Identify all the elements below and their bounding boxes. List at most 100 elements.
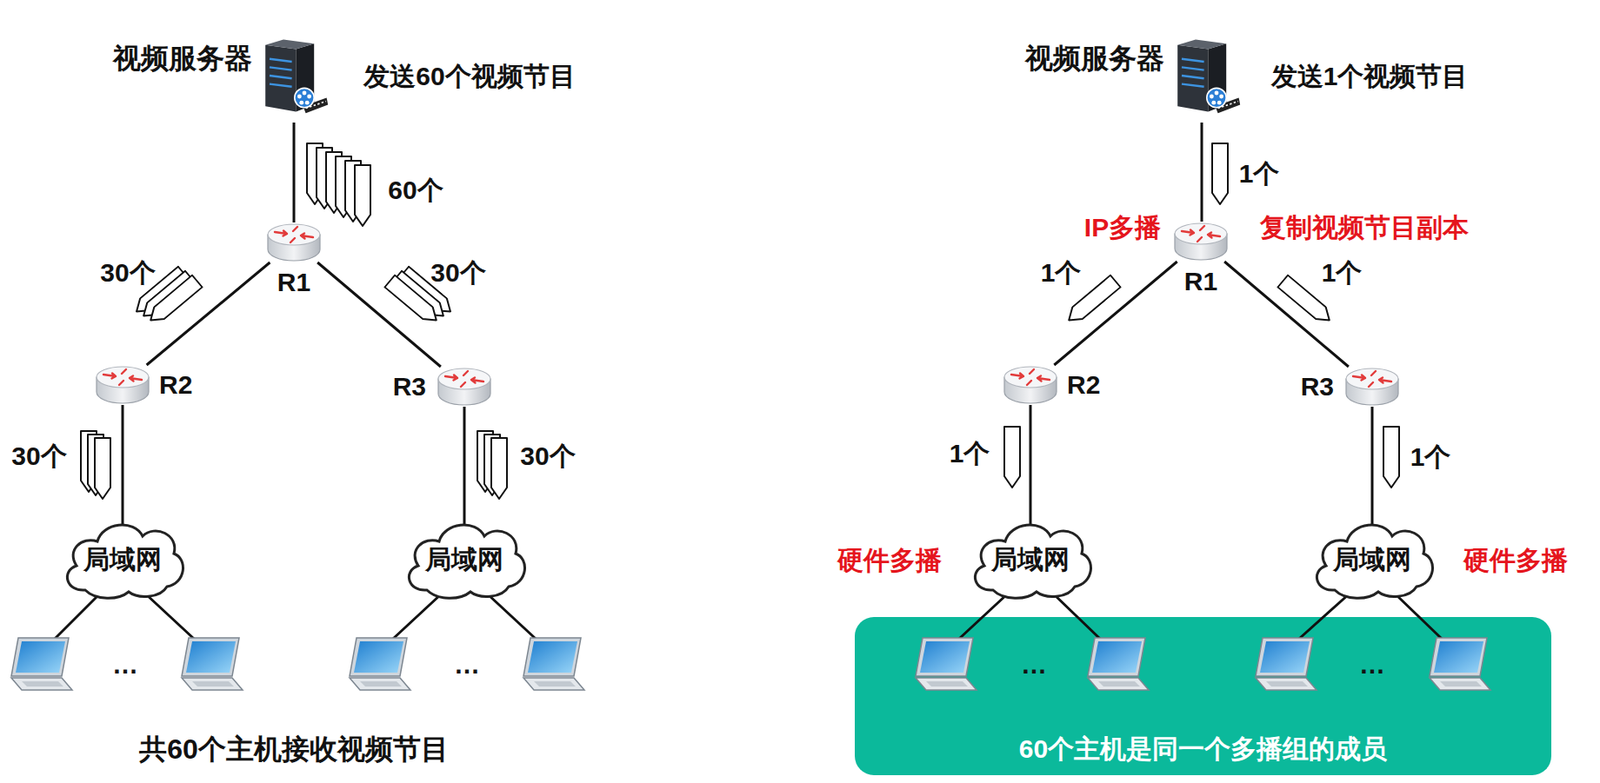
single-packet — [1383, 426, 1400, 488]
cloud-outline — [1316, 525, 1433, 599]
annotation-label: 30个 — [100, 258, 155, 289]
connector-line — [1029, 405, 1033, 525]
laptop-icon — [1255, 638, 1317, 691]
annotation-label: 发送60个视频节目 — [363, 61, 575, 93]
red-annotation: 硬件多播 — [837, 546, 942, 577]
cloud-outline — [66, 525, 183, 599]
router-icon — [266, 222, 322, 263]
server-name: 视频服务器 — [1025, 42, 1165, 75]
lan-wire — [393, 593, 442, 640]
lan-cloud: 局域网 — [965, 513, 1096, 601]
router-icon — [1173, 221, 1229, 262]
red-annotation: 复制视频节目副本 — [1260, 213, 1469, 244]
annotation-label: 发送1个视频节目 — [1271, 61, 1469, 93]
router-node: R3 — [1344, 366, 1400, 407]
router-node: R1 — [1173, 221, 1229, 262]
server-node: 视频服务器 — [1174, 28, 1245, 123]
router-name: R2 — [1066, 370, 1100, 401]
router-icon — [1002, 365, 1059, 406]
lan-wire — [959, 593, 1008, 640]
lan-wire — [1053, 593, 1100, 640]
lan-wire — [1299, 593, 1350, 640]
lan-cloud: 局域网 — [1306, 513, 1438, 601]
lan-wire — [54, 593, 1442, 640]
annotation-label: … — [453, 650, 480, 681]
server-icon — [1174, 28, 1245, 123]
lan-wire — [54, 593, 100, 640]
server-name: 视频服务器 — [113, 42, 253, 75]
node-text: 局域网 — [425, 545, 504, 576]
router-icon — [436, 366, 493, 407]
router-node: R2 — [94, 365, 151, 406]
laptop-icon — [915, 638, 977, 691]
laptop-icon — [523, 638, 585, 691]
laptop-icon — [11, 638, 73, 691]
packet-stack — [491, 438, 507, 500]
router-node: R1 — [266, 222, 322, 263]
router-icon — [1344, 366, 1400, 407]
laptop-icon — [349, 638, 411, 691]
annotation-label: 1个 — [1040, 258, 1082, 289]
annotation-label: 1个 — [1410, 442, 1452, 474]
lan-wire — [1394, 593, 1442, 640]
lan-wire — [486, 593, 536, 640]
laptop-icon — [181, 638, 243, 691]
router-name: R3 — [393, 372, 427, 403]
laptop-icon — [1087, 638, 1149, 691]
annotation-label: 30个 — [520, 441, 575, 473]
red-annotation: IP多播 — [1084, 213, 1161, 244]
cloud-outline — [974, 525, 1091, 599]
node-text: 局域网 — [991, 545, 1070, 576]
annotation-label: 共60个主机接收视频节目 — [139, 733, 449, 767]
annotation-label: 1个 — [1321, 258, 1363, 289]
router-icon — [1346, 368, 1399, 406]
connector-line — [1371, 406, 1374, 525]
packet-stack — [354, 165, 371, 227]
annotation-label: … — [1359, 650, 1386, 681]
lan-cloud: 局域网 — [57, 513, 188, 601]
red-annotation: 硬件多播 — [1463, 546, 1568, 577]
laptop-icon — [1429, 638, 1491, 691]
annotation-label: … — [1020, 650, 1047, 681]
annotation-label: 30个 — [11, 441, 67, 473]
lan-wire — [145, 593, 194, 640]
multicast-group-band: 60个主机是同一个多播组的成员 — [854, 617, 1552, 776]
node-text: 局域网 — [1333, 545, 1412, 576]
single-packet — [1212, 143, 1228, 205]
router-icon — [267, 224, 320, 261]
annotation-label: 1个 — [1239, 159, 1280, 190]
server-icon — [1177, 39, 1240, 114]
node-text: 60个主机是同一个多播组的成员 — [1019, 734, 1387, 766]
router-icon — [1004, 366, 1057, 404]
server-node: 视频服务器 — [262, 28, 333, 123]
packet-stack — [306, 143, 371, 227]
server-icon — [265, 39, 328, 114]
packet-stack — [94, 438, 111, 500]
annotation-label: 60个 — [387, 175, 443, 207]
router-icon — [96, 366, 149, 404]
server-icon — [262, 28, 333, 123]
router-name: R2 — [159, 370, 193, 401]
band-ground — [854, 617, 1552, 776]
connector-line — [463, 406, 467, 525]
annotation-label: 1个 — [949, 439, 991, 470]
annotation-label: … — [112, 650, 139, 681]
router-icon — [1174, 223, 1227, 260]
connector-line — [1200, 122, 1204, 222]
lan-cloud: 局域网 — [399, 513, 530, 601]
packet-stack — [80, 431, 507, 500]
laptop-icon — [11, 638, 1491, 691]
single-packet — [1004, 426, 1020, 488]
connector-line — [317, 262, 441, 367]
connector-line — [293, 122, 296, 223]
router-node: R3 — [436, 366, 493, 407]
connector-line — [121, 405, 125, 525]
annotation-label: 30个 — [430, 258, 486, 289]
router-name: R1 — [277, 267, 311, 299]
node-text: 局域网 — [83, 545, 162, 576]
connector-line — [146, 262, 271, 366]
router-name: R3 — [1300, 372, 1334, 403]
router-node: R2 — [1002, 365, 1059, 406]
router-name: R1 — [1184, 266, 1218, 298]
